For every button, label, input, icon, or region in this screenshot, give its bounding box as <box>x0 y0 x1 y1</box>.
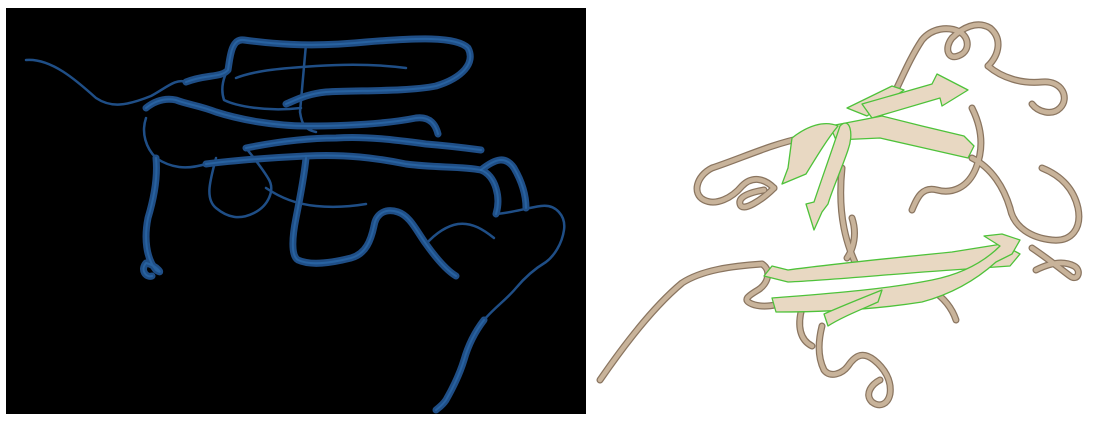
ribbon-structure-image <box>6 8 586 414</box>
ribbon-structure-panel <box>6 8 586 414</box>
cartoon-structure-image <box>592 8 1094 414</box>
cartoon-structure-panel <box>592 8 1094 414</box>
